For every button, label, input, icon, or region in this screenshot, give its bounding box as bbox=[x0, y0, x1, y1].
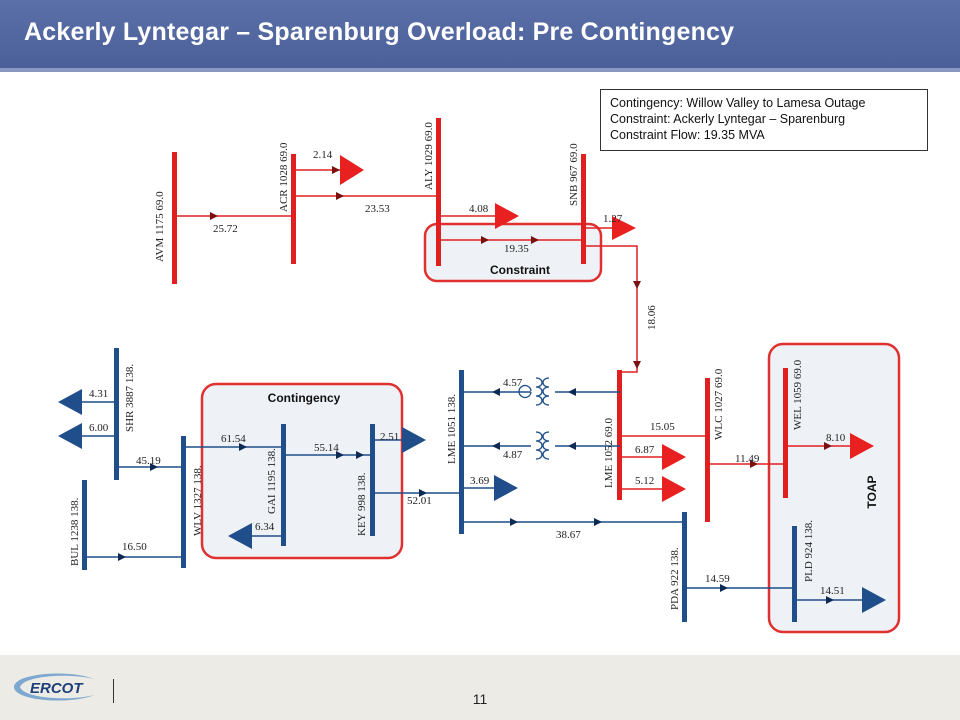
flow-lme-out2: 5.12 bbox=[635, 475, 654, 487]
info-contingency: Contingency: Willow Valley to Lamesa Out… bbox=[610, 96, 866, 110]
flow-xfmr2: 4.87 bbox=[503, 449, 523, 461]
bus-label-wlv: WLV 1327 138. bbox=[192, 465, 204, 536]
flow-lme-load: 3.69 bbox=[470, 475, 490, 487]
flow-aly-out: 4.08 bbox=[469, 203, 489, 215]
flow-gai-key: 55.14 bbox=[314, 442, 339, 454]
bus-label-avm: AVM 1175 69.0 bbox=[154, 191, 166, 262]
acr-load-icon bbox=[340, 155, 364, 185]
flow-lme-wlc: 15.05 bbox=[650, 421, 675, 433]
flow-acr-out: 2.14 bbox=[313, 149, 333, 161]
slide-header: Ackerly Lyntegar – Sparenburg Overload: … bbox=[0, 0, 960, 72]
bus-label-lme1052: LME 1052 69.0 bbox=[603, 418, 615, 488]
key-bus bbox=[370, 424, 375, 536]
contingency-info-box: Contingency: Willow Valley to Lamesa Out… bbox=[600, 89, 928, 151]
transformer-icons bbox=[518, 377, 550, 460]
footer-separator bbox=[113, 679, 114, 703]
flow-wlv-gai: 61.54 bbox=[221, 433, 246, 445]
shr-load2-icon bbox=[58, 423, 82, 449]
flow-xfmr1: 4.57 bbox=[503, 377, 523, 389]
flow-aly-snb: 19.35 bbox=[504, 243, 529, 255]
bus-label-wlc: WLC 1027 69.0 bbox=[713, 368, 725, 440]
constraint-region bbox=[423, 222, 603, 283]
flow-shr-out1: 4.31 bbox=[89, 388, 108, 400]
key-load-icon bbox=[402, 427, 426, 453]
gai-bus bbox=[281, 424, 286, 546]
aly-bus bbox=[436, 118, 441, 266]
flow-shr-wlv: 45.19 bbox=[136, 455, 161, 467]
flow-key-lme: 52.01 bbox=[407, 495, 432, 507]
flow-pda-pld: 14.59 bbox=[705, 573, 730, 585]
toap-region bbox=[767, 342, 901, 634]
pld-load-icon bbox=[862, 587, 886, 613]
flow-snb-out: 1.27 bbox=[603, 213, 623, 225]
bus-label-gai: GAI 1195 138. bbox=[266, 448, 278, 514]
flow-bul-wlv: 16.50 bbox=[122, 541, 147, 553]
contingency-label: Contingency bbox=[268, 391, 341, 405]
wlv-bus bbox=[181, 436, 186, 568]
aly-load-icon bbox=[495, 203, 519, 229]
wlc-bus bbox=[705, 378, 710, 522]
flow-acr-aly: 23.53 bbox=[365, 203, 390, 215]
bus-label-aly: ALY 1029 69.0 bbox=[423, 122, 435, 190]
acr-bus bbox=[291, 154, 296, 264]
bus-label-acr: ACR 1028 69.0 bbox=[278, 142, 290, 212]
lme1052-bus bbox=[617, 370, 622, 500]
lme1051-bus bbox=[459, 370, 464, 534]
flow-lme-pda: 38.67 bbox=[556, 529, 581, 541]
bul-bus bbox=[82, 480, 87, 570]
flow-key-out: 2.51 bbox=[380, 431, 399, 443]
slide-footer: ERCOT 11 bbox=[0, 655, 960, 720]
ercot-logo: ERCOT bbox=[14, 673, 94, 701]
shr-load1-icon bbox=[58, 389, 82, 415]
flow-shr-out2: 6.00 bbox=[89, 422, 109, 434]
slide-title: Ackerly Lyntegar – Sparenburg Overload: … bbox=[24, 18, 735, 46]
snb-load-icon bbox=[612, 216, 636, 240]
lme-load1-icon bbox=[662, 444, 686, 470]
bus-label-pda: PDA 922 138. bbox=[669, 547, 681, 610]
flow-wlc-wel: 11.49 bbox=[735, 453, 760, 465]
flow-snb-lme: 18.06 bbox=[646, 305, 658, 330]
lme-load2-icon bbox=[662, 476, 686, 502]
diagram-canvas bbox=[48, 80, 900, 658]
wel-load-icon bbox=[850, 433, 874, 459]
info-constraint-flow: Constraint Flow: 19.35 MVA bbox=[610, 128, 765, 142]
pda-bus bbox=[682, 512, 687, 622]
svg-text:ERCOT: ERCOT bbox=[30, 680, 84, 697]
toap-label: TOAP bbox=[865, 475, 879, 508]
avm-bus bbox=[172, 152, 177, 284]
flow-avm-acr: 25.72 bbox=[213, 223, 238, 235]
snb-bus bbox=[581, 154, 586, 264]
contingency-region bbox=[200, 382, 404, 560]
bus-label-shr: SHR 3887 138. bbox=[124, 364, 136, 432]
bus-label-key: KEY 998 138. bbox=[356, 472, 368, 536]
bus-label-wel: WEL 1059 69.0 bbox=[792, 359, 804, 430]
flow-pld-out: 14.51 bbox=[820, 585, 845, 597]
flow-lme-out1: 6.87 bbox=[635, 444, 655, 456]
flow-wel-out: 8.10 bbox=[826, 432, 846, 444]
flow-gai-out: 6.34 bbox=[255, 521, 275, 533]
shr-bus bbox=[114, 348, 119, 480]
wel-bus bbox=[783, 368, 788, 498]
gai-load-icon bbox=[228, 523, 252, 549]
lme1051-load-icon bbox=[494, 475, 518, 501]
info-constraint: Constraint: Ackerly Lyntegar – Sparenbur… bbox=[610, 112, 846, 126]
pld-bus bbox=[792, 526, 797, 622]
page-number: 11 bbox=[472, 691, 488, 707]
bus-label-lme1051: LME 1051 138. bbox=[446, 394, 458, 464]
bus-label-pld: PLD 924 138. bbox=[803, 520, 815, 582]
bus-label-bul: BUL 1238 138. bbox=[69, 497, 81, 566]
constraint-label: Constraint bbox=[490, 263, 550, 277]
bus-label-snb: SNB 967 69.0 bbox=[568, 143, 580, 206]
